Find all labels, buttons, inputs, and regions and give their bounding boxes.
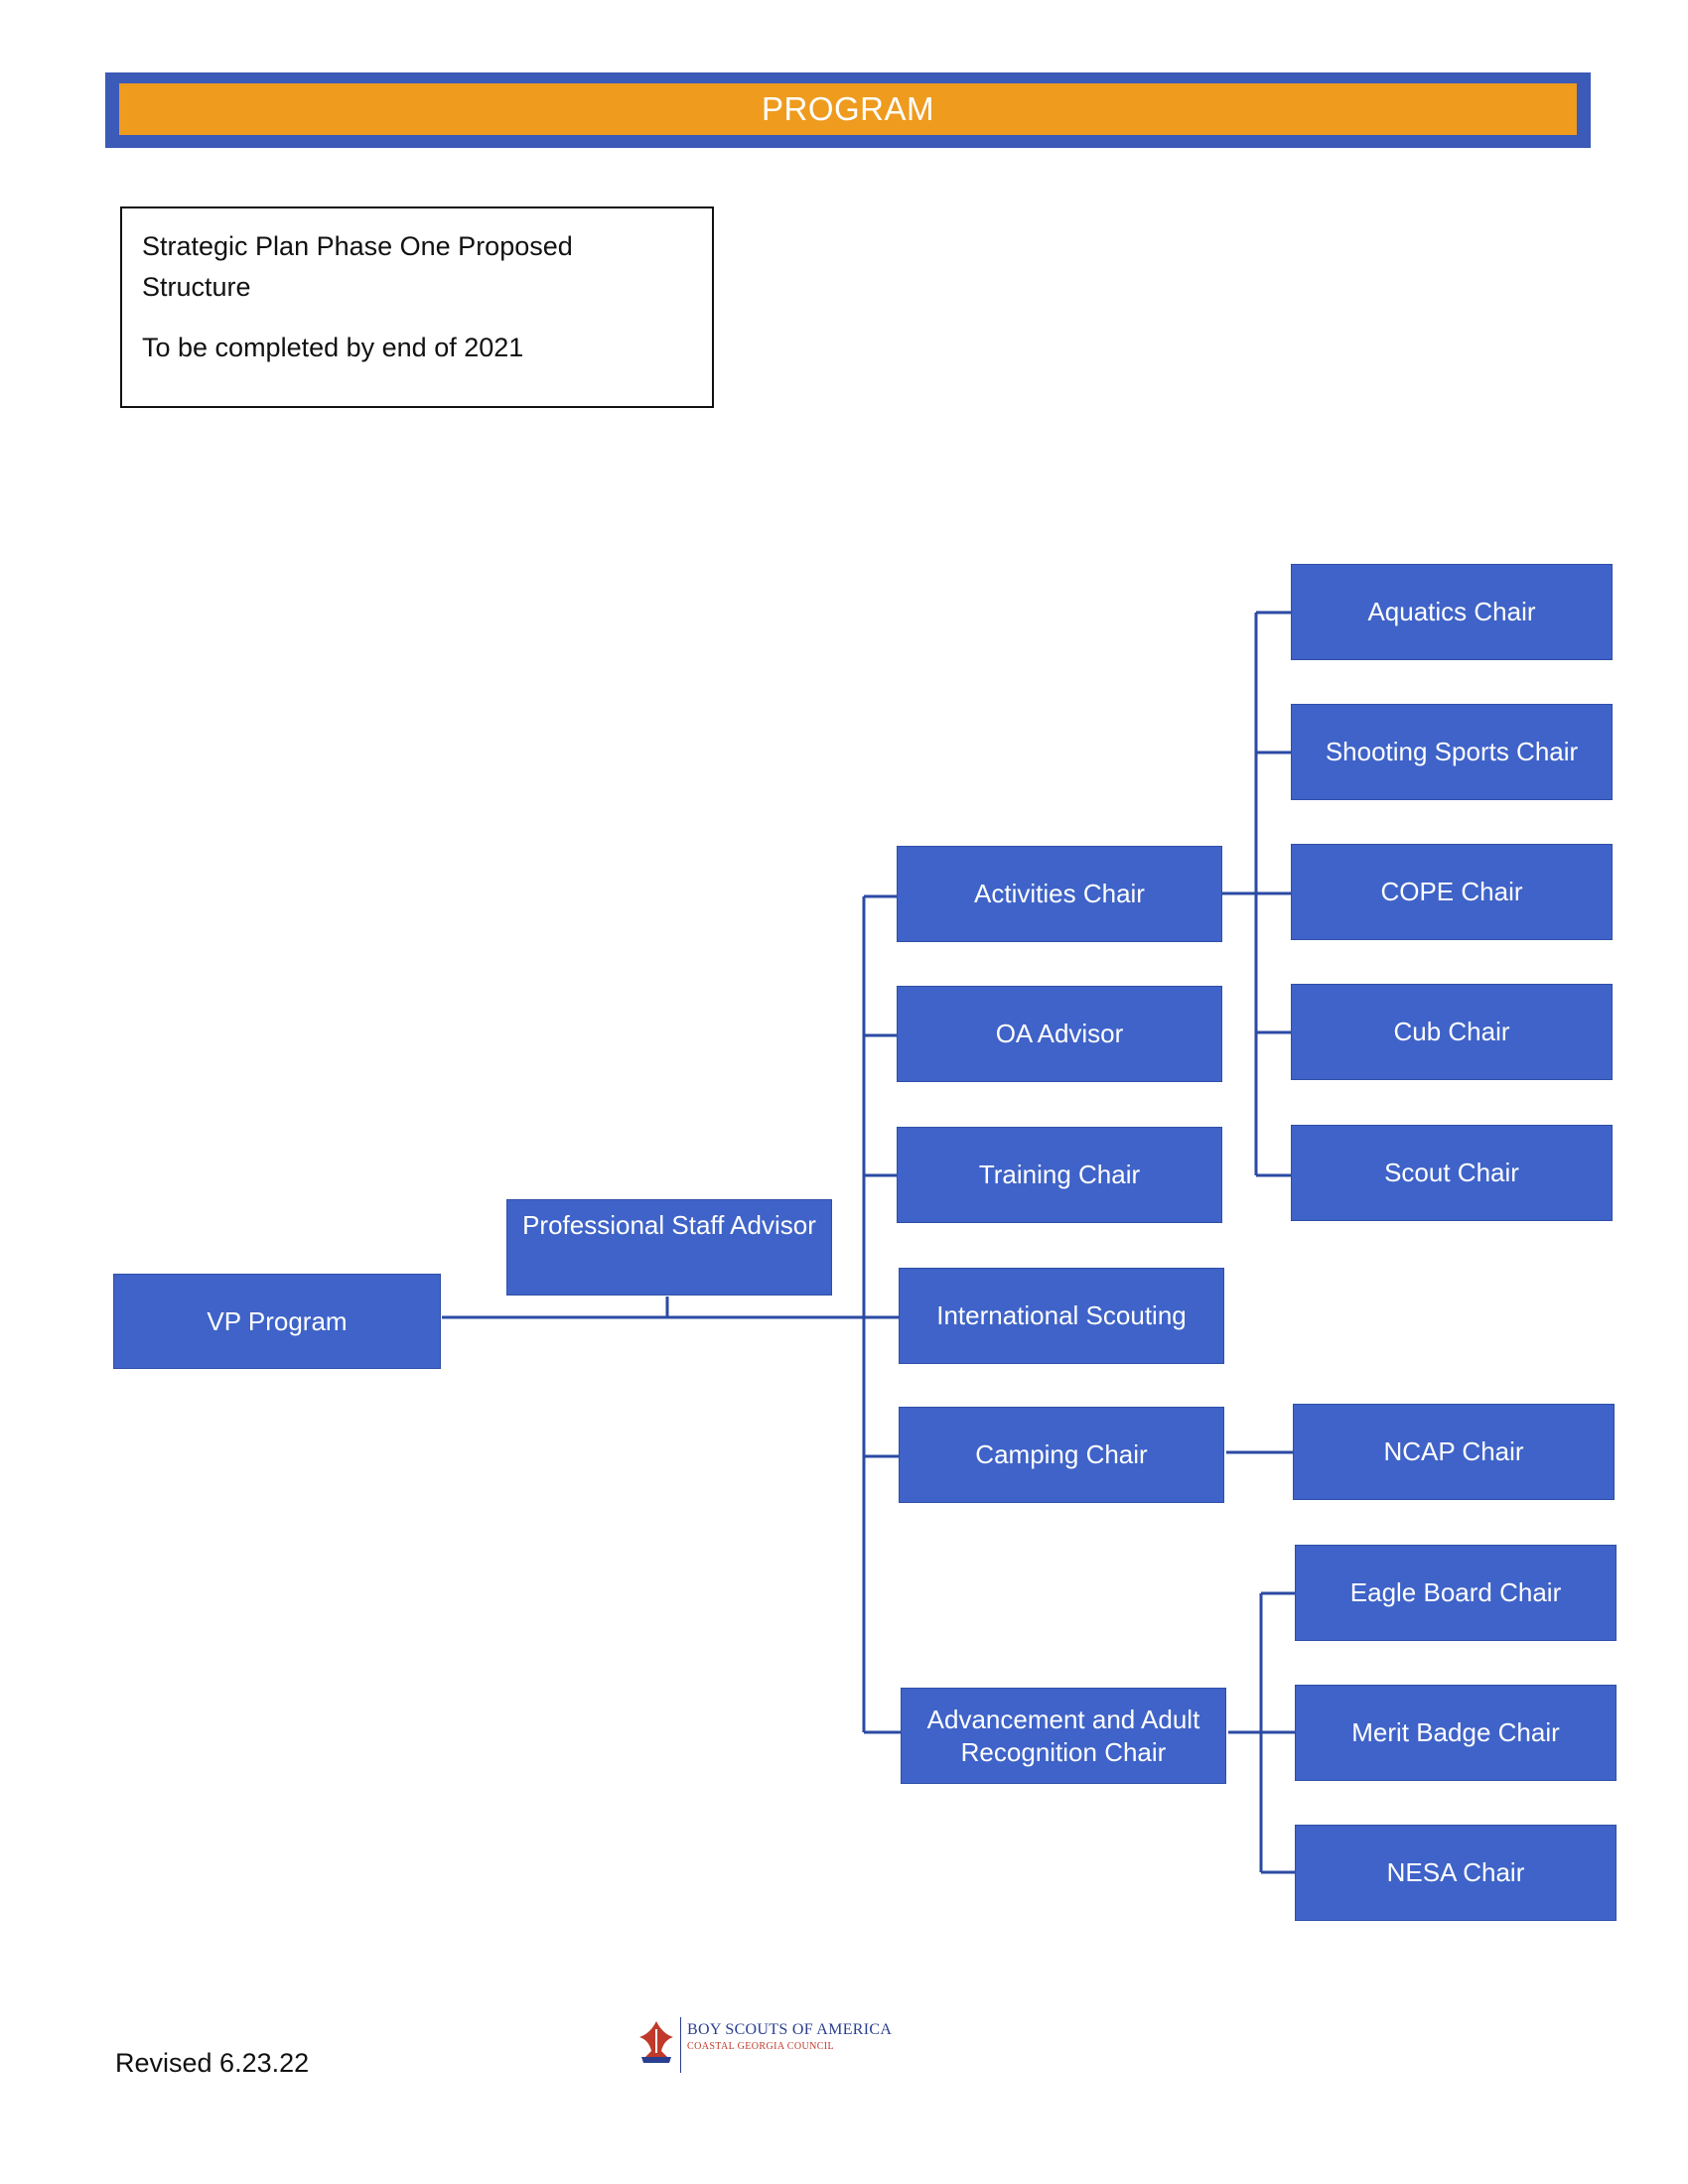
node-label: COPE Chair <box>1380 877 1523 906</box>
node-label: VP Program <box>207 1305 348 1336</box>
node-oa-advisor: OA Advisor <box>897 986 1222 1082</box>
node-merit-badge-chair: Merit Badge Chair <box>1295 1685 1617 1781</box>
node-label: NCAP Chair <box>1383 1436 1524 1466</box>
logo-line-2: COASTAL GEORGIA COUNCIL <box>687 2041 835 2052</box>
node-vp-program: VP Program <box>113 1274 441 1369</box>
node-shooting-sports-chair: Shooting Sports Chair <box>1291 704 1613 800</box>
node-label: Merit Badge Chair <box>1351 1717 1560 1747</box>
revised-date: Revised 6.23.22 <box>115 2048 310 2078</box>
node-label: Activities Chair <box>974 879 1145 908</box>
node-label: OA Advisor <box>995 1019 1124 1048</box>
node-advancement-chair: Advancement and Adult Recognition Chair <box>901 1688 1226 1784</box>
node-nesa-chair: NESA Chair <box>1295 1825 1617 1921</box>
note-line-2: Structure <box>142 272 251 302</box>
node-label-line-1: Advancement and Adult <box>926 1704 1200 1734</box>
page-title: PROGRAM <box>761 90 934 127</box>
node-aquatics-chair: Aquatics Chair <box>1291 564 1613 660</box>
node-scout-chair: Scout Chair <box>1291 1125 1613 1221</box>
node-label: International Scouting <box>936 1300 1187 1330</box>
node-cope-chair: COPE Chair <box>1291 844 1613 940</box>
node-activities-chair: Activities Chair <box>897 846 1222 942</box>
node-label: NESA Chair <box>1386 1857 1525 1887</box>
node-professional-staff-advisor: Professional Staff Advisor <box>506 1199 832 1296</box>
node-label: Shooting Sports Chair <box>1325 737 1579 766</box>
node-label: Professional Staff Advisor <box>522 1210 816 1240</box>
node-label: Camping Chair <box>975 1439 1148 1469</box>
node-label: Cub Chair <box>1393 1017 1510 1046</box>
node-international-scouting: International Scouting <box>899 1268 1224 1364</box>
node-label-line-2: Recognition Chair <box>960 1736 1167 1767</box>
note-box: Strategic Plan Phase One Proposed Struct… <box>120 206 714 408</box>
node-training-chair: Training Chair <box>897 1127 1222 1223</box>
fleur-de-lis-icon <box>639 2017 682 2073</box>
note-line-1: Strategic Plan Phase One Proposed <box>142 231 573 261</box>
note-line-3: To be completed by end of 2021 <box>142 333 524 362</box>
node-label: Eagle Board Chair <box>1349 1577 1562 1607</box>
node-label: Scout Chair <box>1384 1158 1519 1187</box>
logo-line-1: BOY SCOUTS OF AMERICA <box>687 2021 893 2038</box>
node-ncap-chair: NCAP Chair <box>1293 1404 1615 1500</box>
header-inner: PROGRAM <box>119 83 1577 135</box>
node-label: Training Chair <box>978 1160 1141 1189</box>
node-camping-chair: Camping Chair <box>899 1407 1224 1503</box>
node-cub-chair: Cub Chair <box>1291 984 1613 1080</box>
node-label: Aquatics Chair <box>1367 597 1536 626</box>
node-eagle-board-chair: Eagle Board Chair <box>1295 1545 1617 1641</box>
header-band: PROGRAM <box>105 72 1591 148</box>
bsa-logo: BOY SCOUTS OF AMERICA COASTAL GEORGIA CO… <box>632 2017 900 2073</box>
